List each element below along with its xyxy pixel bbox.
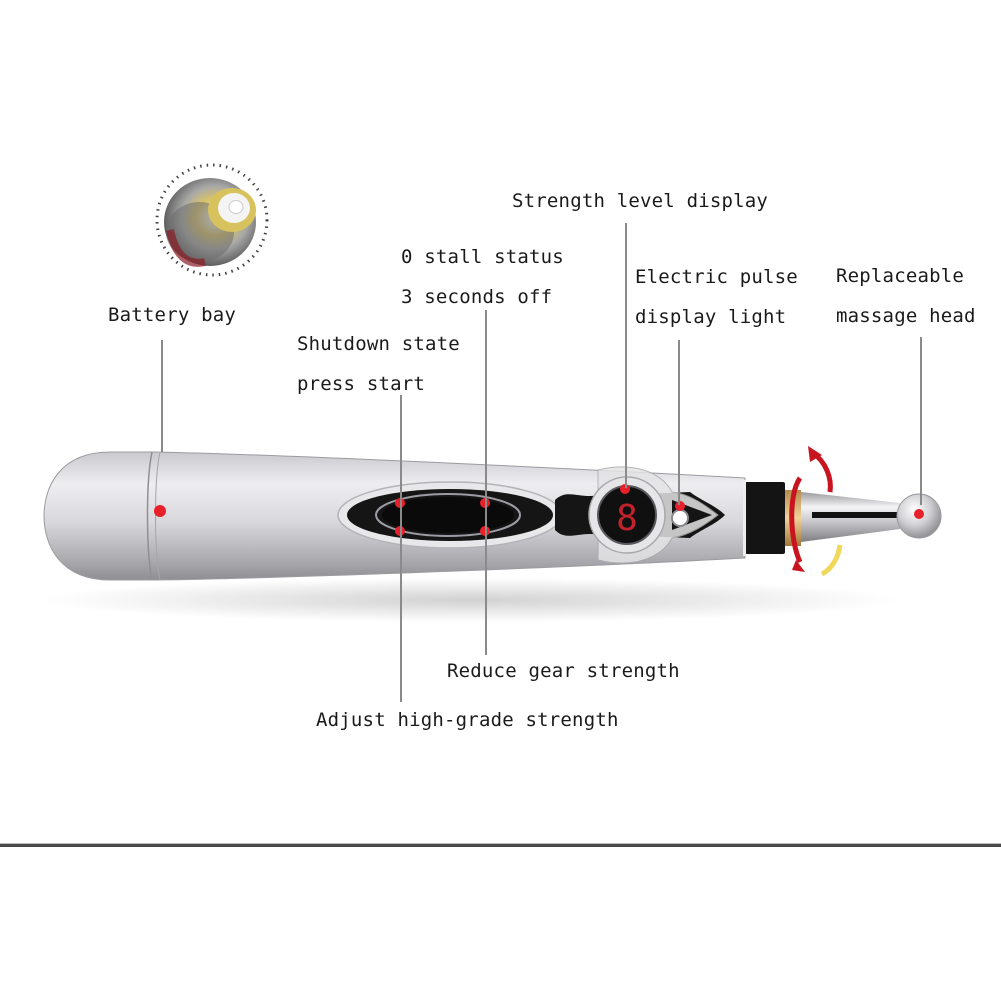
horizontal-divider	[0, 843, 1001, 847]
label-stall-status-1: 0 stall status	[401, 246, 564, 268]
leader-strength	[625, 223, 627, 488]
label-stall-status-2: 3 seconds off	[401, 286, 553, 308]
leader-battery	[161, 340, 163, 452]
label-reduce-gear: Reduce gear strength	[447, 660, 680, 682]
leader-stall	[485, 310, 487, 655]
label-shutdown-2: press start	[297, 373, 426, 395]
leader-pulse	[678, 340, 680, 505]
label-head-2: massage head	[836, 305, 976, 327]
label-pulse-1: Electric pulse	[635, 266, 798, 288]
strength-digit: 8	[616, 498, 638, 539]
label-head-1: Replaceable	[836, 265, 965, 287]
label-strength-display: Strength level display	[512, 190, 769, 212]
massage-head	[743, 480, 942, 556]
label-shutdown-1: Shutdown state	[297, 333, 460, 355]
label-adjust-high: Adjust high-grade strength	[316, 709, 619, 731]
label-pulse-2: display light	[635, 306, 787, 328]
rotation-arrow-red	[789, 476, 803, 564]
leader-head	[920, 337, 922, 505]
label-battery-bay: Battery bay	[108, 304, 237, 326]
leader-shutdown	[400, 395, 402, 702]
battery-bay-inset	[155, 163, 269, 277]
button-panel	[337, 481, 563, 549]
rotation-arrow-yellow	[820, 544, 843, 577]
